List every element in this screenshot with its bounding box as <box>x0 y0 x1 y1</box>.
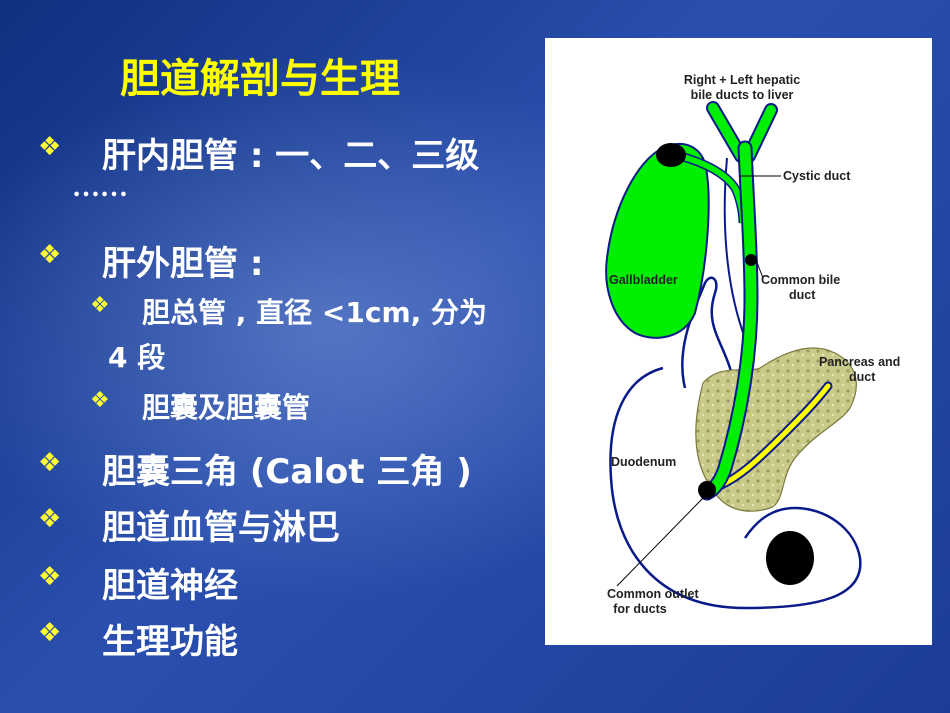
biliary-anatomy-figure: Right + Left hepatic bile ducts to liver… <box>545 38 932 645</box>
bullet-text-rest: , 直径 <1cm, 分为 <box>226 296 487 329</box>
bullet-item-nerves: ❖ 胆道神经 <box>38 558 238 607</box>
diamond-bullet-icon: ❖ <box>38 448 62 478</box>
diamond-bullet-icon: ❖ <box>38 240 62 270</box>
bullet-text-cn: 肝内胆管 <box>102 136 238 176</box>
label-outlet-line2: for ducts <box>613 602 667 616</box>
biliary-anatomy-diagram: Right + Left hepatic bile ducts to liver… <box>605 73 900 616</box>
bullet-item-intrahepatic: ❖ 肝内胆管 : 一、二、三级 <box>38 128 480 177</box>
sub-bullet-gallbladder: ❖ 胆囊及胆囊管 <box>90 386 311 426</box>
right-hepatic-duct-fill <box>744 105 776 161</box>
ampulla-marker <box>698 481 716 499</box>
bullet-text-rest: : 一、二、三级 <box>238 136 480 176</box>
duodenum-outline <box>609 366 862 610</box>
gallbladder-neck-marker <box>656 143 686 167</box>
common-bile-duct-marker <box>745 254 757 266</box>
diamond-bullet-icon: ❖ <box>38 132 62 162</box>
bullet-text-rest: (Calot 三角 ) <box>238 452 472 492</box>
diamond-bullet-icon: ❖ <box>38 618 62 648</box>
duodenum-lumen-marker <box>766 531 814 585</box>
label-common-bile-line2: duct <box>789 288 816 302</box>
diamond-bullet-icon: ❖ <box>90 388 110 413</box>
bullet-item-extrahepatic: ❖ 肝外胆管 : <box>38 236 264 285</box>
left-hepatic-duct-fill <box>708 103 746 161</box>
sub-bullet-continuation: 4 段 <box>108 341 166 374</box>
bullet-text-cn: 胆道神经 <box>102 566 238 606</box>
label-cystic-duct: Cystic duct <box>783 169 851 183</box>
bullet-text-cn: 生理功能 <box>102 622 238 662</box>
common-bile-duct-fill <box>701 142 757 499</box>
label-pancreas-line1: Pancreas and <box>819 355 900 369</box>
bullet-item-vessels-lymph: ❖ 胆道血管与淋巴 <box>38 500 340 549</box>
label-hepatic-line2: bile ducts to liver <box>691 88 794 102</box>
common-bile-pointer <box>755 259 764 279</box>
pancreatic-duct-fill <box>705 383 831 493</box>
bullet-text-rest: : <box>238 244 264 284</box>
bullet-text-cn: 胆囊及胆囊管 <box>142 391 311 424</box>
bullet-continuation: …… <box>72 172 128 203</box>
bullet-item-physiology: ❖ 生理功能 <box>38 614 238 663</box>
label-outlet-line1: Common outlet <box>607 587 699 601</box>
diamond-bullet-icon: ❖ <box>38 504 62 534</box>
sub-bullet-common-bile-duct: ❖ 胆总管 , 直径 <1cm, 分为 <box>90 291 487 331</box>
slide-title: 胆道解剖与生理 <box>120 56 400 102</box>
bullet-text-cn: 胆囊三角 <box>102 452 238 492</box>
bullet-text-cn: 胆总管 <box>142 296 227 329</box>
bullet-text-cn: 肝外胆管 <box>102 244 238 284</box>
label-gallbladder: Gallbladder <box>609 273 678 287</box>
diamond-bullet-icon: ❖ <box>90 293 110 318</box>
bullet-item-calot-triangle: ❖ 胆囊三角 (Calot 三角 ) <box>38 444 472 493</box>
outlet-pointer <box>616 495 706 587</box>
label-hepatic-line1: Right + Left hepatic <box>684 73 800 87</box>
bullet-text-cn: 胆道血管与淋巴 <box>102 508 340 548</box>
diamond-bullet-icon: ❖ <box>38 562 62 592</box>
gallbladder-shape <box>605 143 710 339</box>
label-pancreas-line2: duct <box>849 370 876 384</box>
label-common-bile-line1: Common bile <box>761 273 840 287</box>
label-duodenum: Duodenum <box>611 455 676 469</box>
